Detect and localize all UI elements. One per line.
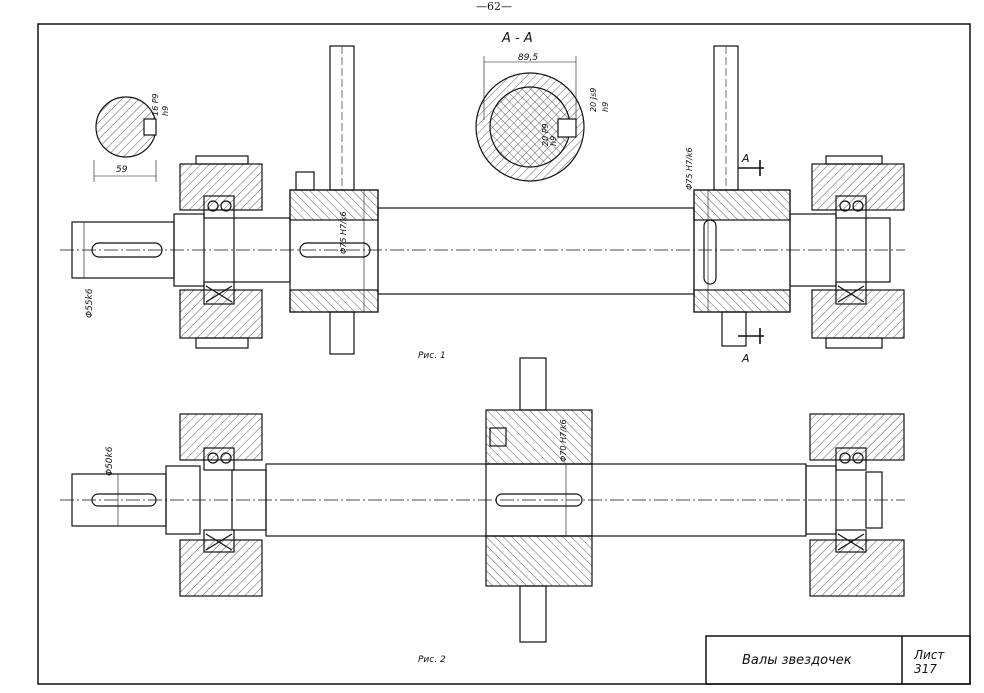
fig1-keyway-left xyxy=(91,242,163,258)
dim-key-width: 16 P9 xyxy=(151,93,160,116)
key-cross-section xyxy=(93,96,157,182)
dim-section-fit-b2: h9 xyxy=(601,102,610,112)
dim-hub-right: Φ75 H7/k6 xyxy=(685,147,694,190)
figure-label-1: Рис. 1 xyxy=(418,351,446,361)
sheet-number: 317 xyxy=(914,662,937,676)
sheet-frame xyxy=(37,23,971,685)
dim-section-fit-a: 20 P9 xyxy=(541,123,550,146)
figure-label-2: Рис. 2 xyxy=(418,655,446,665)
figure-2 xyxy=(60,357,905,643)
title-block-title: Валы звездочек xyxy=(742,653,852,668)
figure-1 xyxy=(60,45,905,355)
page-number: —62— xyxy=(476,0,512,13)
title-block-sheet: Лист 317 xyxy=(914,648,944,676)
dim-key-depth: 59 xyxy=(116,165,128,175)
fig1-shaft-main xyxy=(377,207,695,295)
fig1-shaft-step-left xyxy=(173,213,205,287)
sheet-label: Лист xyxy=(914,648,945,662)
fig2-bearing-housing-right xyxy=(809,413,905,597)
fig1-sprocket-hub-right xyxy=(693,45,791,347)
fig1-shaft-step-right xyxy=(789,213,837,287)
dim-section-width: 89,5 xyxy=(518,53,538,63)
fig2-sprocket-hub xyxy=(485,357,593,643)
fig2-keyway-left xyxy=(91,493,157,507)
dim-key-fit: h9 xyxy=(161,106,170,116)
cut-label-bottom: А xyxy=(741,352,750,365)
section-label: А - А xyxy=(501,31,533,46)
dim-fig2-hub: Φ70 H7/k6 xyxy=(559,419,568,462)
title-block xyxy=(705,635,971,685)
dim-left-end: Φ55k6 xyxy=(85,288,95,318)
dim-section-fit-b: 20 Js9 xyxy=(589,88,598,112)
dim-section-fit-a2: h9 xyxy=(549,136,558,146)
cut-label-top: А xyxy=(741,152,750,165)
fig1-bearing-housing-right xyxy=(811,155,905,349)
fig1-bearing-housing-left xyxy=(179,155,263,349)
section-a-a xyxy=(475,56,585,182)
fig2-bearing-housing-left xyxy=(179,413,263,597)
dim-hub-left: Φ75 H7/k6 xyxy=(339,211,348,254)
fig1-sprocket-hub-left xyxy=(289,45,379,355)
dim-fig2-end: Φ50k6 xyxy=(105,446,115,476)
